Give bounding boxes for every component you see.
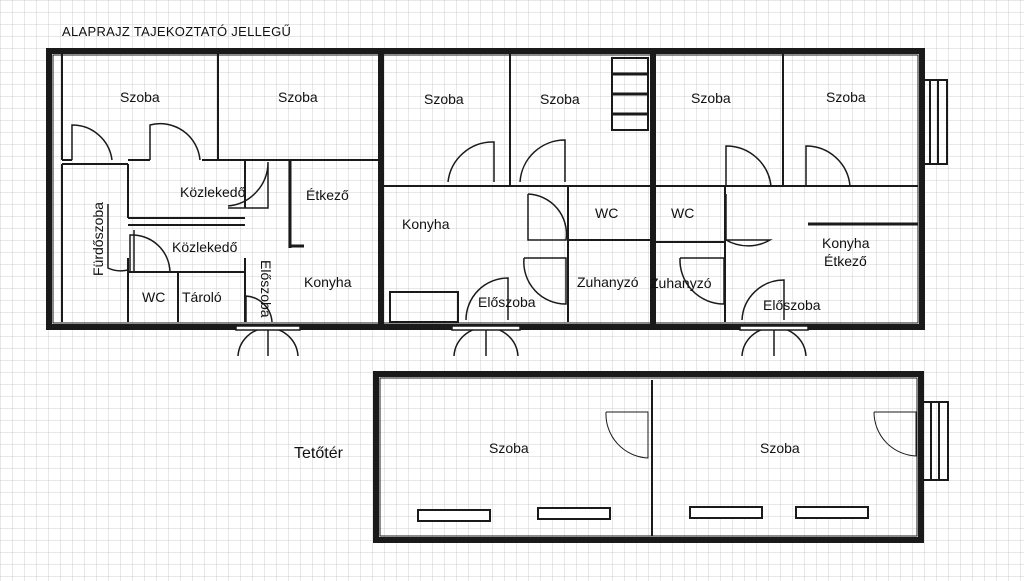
room-label: Szoba — [489, 440, 529, 456]
room-label: Szoba — [424, 91, 464, 107]
room-label: Konyha — [304, 274, 352, 290]
room-label: Közlekedő — [172, 239, 238, 255]
room-label: Közlekedő — [180, 184, 246, 200]
room-label: WC — [671, 205, 694, 221]
room-label: Előszoba — [478, 294, 536, 310]
attic-walls — [373, 371, 949, 543]
room-label: Szoba — [760, 440, 800, 456]
room-label: Szoba — [691, 90, 731, 106]
room-label: Szoba — [826, 89, 866, 105]
doors — [71, 122, 851, 357]
room-label: WC — [142, 289, 165, 305]
room-label: Zuhanyzó — [577, 274, 639, 290]
plan-title: ALAPRAJZ TAJEKOZTATÓ JELLEGŰ — [62, 24, 291, 39]
roof-windows — [417, 506, 869, 522]
room-label: Előszoba — [258, 260, 274, 318]
room-label: Étkező — [306, 187, 349, 203]
room-label: Fürdőszoba — [90, 202, 106, 276]
room-label: WC — [595, 205, 618, 221]
room-label: Előszoba — [763, 297, 821, 313]
room-label: Szoba — [120, 89, 160, 105]
attic-label: Tetőtér — [294, 445, 344, 462]
room-label: Konyha — [402, 216, 450, 232]
room-label: Étkező — [824, 253, 867, 269]
room-label: Tároló — [182, 289, 222, 305]
room-label: Szoba — [540, 91, 580, 107]
room-label: Zuhanyzó — [650, 275, 712, 291]
room-label: Konyha — [822, 235, 870, 251]
room-label: Szoba — [278, 89, 318, 105]
